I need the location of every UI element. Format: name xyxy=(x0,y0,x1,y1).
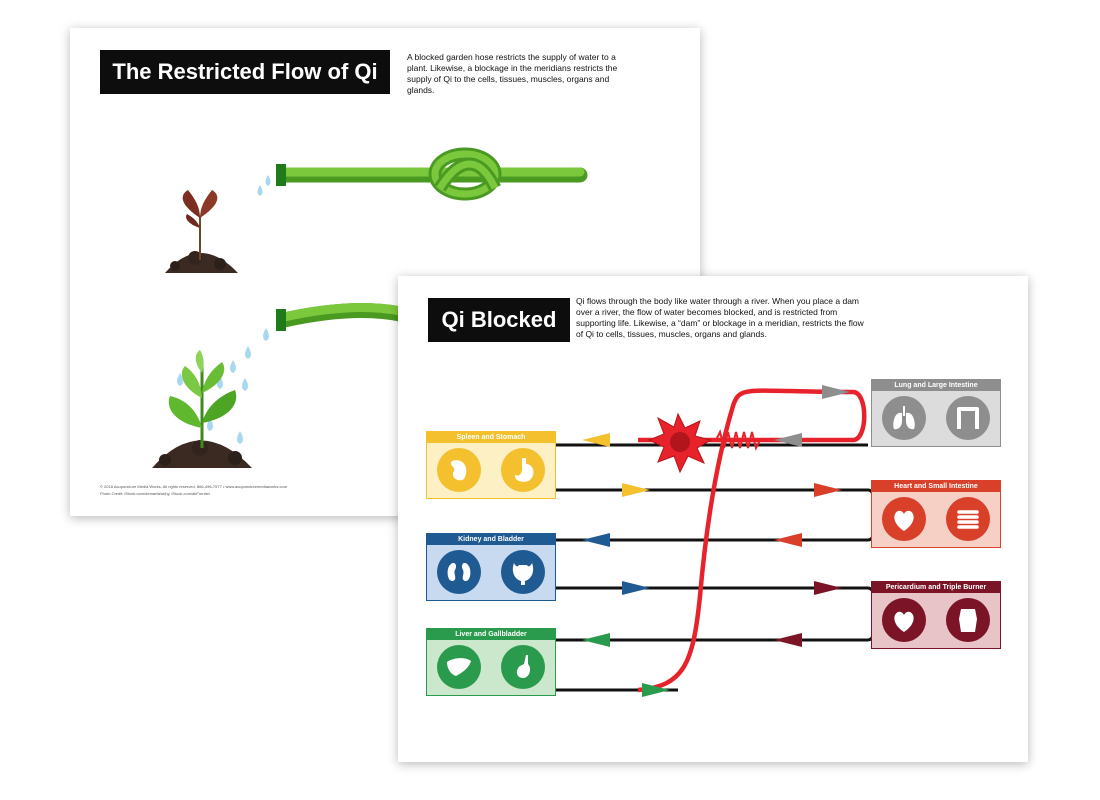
meridian-label: Liver and Gallbladder xyxy=(427,629,555,640)
meridian-label: Lung and Large Intestine xyxy=(872,380,1000,391)
flow-arrow xyxy=(774,533,802,547)
meridian-label: Kidney and Bladder xyxy=(427,534,555,545)
kidney-icon xyxy=(437,550,481,594)
flow-arrow xyxy=(622,483,650,497)
flow-arrow xyxy=(582,433,610,447)
meridian-label: Pericardium and Triple Burner xyxy=(872,582,1000,593)
flow-arrows xyxy=(582,385,850,697)
page-title: The Restricted Flow of Qi xyxy=(100,50,390,94)
stomach-icon xyxy=(501,448,545,492)
lungs-icon xyxy=(882,396,926,440)
bladder-icon xyxy=(501,550,545,594)
meridian-label: Spleen and Stomach xyxy=(427,432,555,443)
meridian-box-lung-large-intestine: Lung and Large Intestine xyxy=(871,379,1001,447)
wilted-plant-icon xyxy=(165,190,238,273)
page-description: A blocked garden hose restricts the supp… xyxy=(407,52,618,95)
healthy-plant-icon xyxy=(152,350,252,468)
restricted-flow-sheet: The Restricted Flow of Qi A blocked gard… xyxy=(70,28,700,516)
flow-arrow xyxy=(582,533,610,547)
gallbladder-icon xyxy=(501,645,545,689)
pericardium-icon xyxy=(882,598,926,642)
flow-arrow xyxy=(814,581,842,595)
flow-arrow xyxy=(582,633,610,647)
liver-icon xyxy=(437,645,481,689)
blocked-meridian-path xyxy=(637,388,867,693)
qi-blocked-sheet: Qi Blocked Qi flows through the body lik… xyxy=(398,276,1028,762)
flow-arrow xyxy=(774,633,802,647)
meridian-loop-path xyxy=(545,443,879,692)
triple-burner-icon xyxy=(946,598,990,642)
heart-icon xyxy=(882,497,926,541)
meridian-label: Heart and Small Intestine xyxy=(872,481,1000,492)
flow-arrow xyxy=(642,683,670,697)
large-intestine-icon xyxy=(946,396,990,440)
knotted-hose-icon xyxy=(276,147,588,201)
page-title: Qi Blocked xyxy=(428,298,570,342)
hose-illustration xyxy=(152,147,588,468)
meridian-box-kidney-bladder: Kidney and Bladder xyxy=(426,533,556,601)
meridian-box-liver-gallbladder: Liver and Gallbladder xyxy=(426,628,556,696)
meridian-box-heart-small-intestine: Heart and Small Intestine xyxy=(871,480,1001,548)
blockage-burst-icon xyxy=(647,412,713,474)
meridian-box-spleen-stomach: Spleen and Stomach xyxy=(426,431,556,499)
photo-credit-text: Photo Credit: iStock.com/demarfa/ubhy, i… xyxy=(100,491,210,496)
water-drop-icon xyxy=(257,175,271,196)
page-description: Qi flows through the body like water thr… xyxy=(576,296,864,339)
small-intestine-icon xyxy=(946,497,990,541)
meridian-box-pericardium-triple-burner: Pericardium and Triple Burner xyxy=(871,581,1001,649)
copyright-text: © 2018 Acupuncture Media Works. All righ… xyxy=(100,484,288,489)
flow-arrow xyxy=(822,385,850,399)
flow-arrow xyxy=(814,483,842,497)
flow-arrow xyxy=(622,581,650,595)
open-hose-icon xyxy=(276,303,408,331)
flow-arrow xyxy=(774,433,802,447)
spleen-icon xyxy=(437,448,481,492)
